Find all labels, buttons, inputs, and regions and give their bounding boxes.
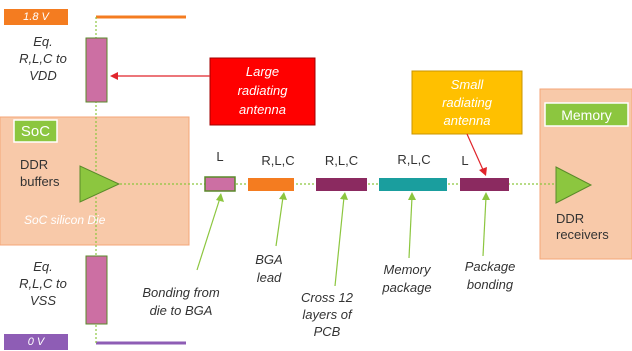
vdd-parasitic-label: Eq. R,L,C to VDD [19,34,67,83]
vss-rail-label: 0 V [27,336,45,348]
small-antenna-arrow [466,133,485,173]
large-antenna-arrowhead [110,72,118,80]
segment-label-package-bonding: L [461,153,469,168]
segment-bga-lead [248,178,294,191]
segment-label-bonding: L [216,149,224,164]
soc-title: SoC [20,123,51,140]
package-bonding-arrowhead [482,192,490,200]
segment-bonding-l [204,176,236,192]
small-antenna-arrowhead [479,167,487,176]
soc-title-tag [13,119,58,143]
pcb-callout: Cross 12 layers of PCB [300,290,354,339]
vss-rail-tag [4,334,68,350]
bga-callout: BGA lead [255,252,283,285]
vss-parasitic-resistor [85,255,108,325]
vss-parasitic-label: Eq. R,L,C to VSS [19,259,67,308]
segment-package-bonding [460,178,509,191]
small-antenna-box [411,70,523,135]
bonding-arrow [196,197,221,271]
segment-memory-package [379,178,447,191]
memory-title: Memory [561,107,612,123]
segment-label-memory-package: R,L,C [397,152,431,167]
memory-package-arrowhead [408,192,416,200]
memory-title-tag [544,102,629,127]
receiver-triangle-icon [555,166,593,204]
large-antenna-box [209,57,316,126]
segment-label-bga: R,L,C [261,153,295,168]
large-antenna-label: Large radiating antenna [237,64,288,117]
bga-arrow [275,196,284,247]
ddr-buffers-label: DDR buffers [20,157,60,189]
segment-label-pcb: R,L,C [324,153,359,168]
ddr-receivers-label: DDR receivers [556,211,609,242]
driver-triangle-icon [79,165,121,203]
small-antenna-label: Small radiating antenna [442,77,492,128]
bonding-callout: Bonding from die to BGA [142,285,220,318]
memory-package-callout: Memory package [382,262,432,295]
bonding-arrowhead [216,193,224,202]
package-bonding-arrow [482,196,487,257]
memory-package-arrow [408,196,413,259]
pcb-arrowhead [340,192,348,200]
vdd-parasitic-resistor [85,37,108,103]
vdd-rail-label: 1.8 V [23,11,49,23]
pcb-arrow [334,196,345,287]
bga-arrowhead [279,192,287,200]
segment-pcb [316,178,367,191]
soc-die-label: SoC silicon Die [24,213,106,227]
package-bonding-callout: Package bonding [464,259,516,292]
vdd-rail-tag [4,9,68,25]
